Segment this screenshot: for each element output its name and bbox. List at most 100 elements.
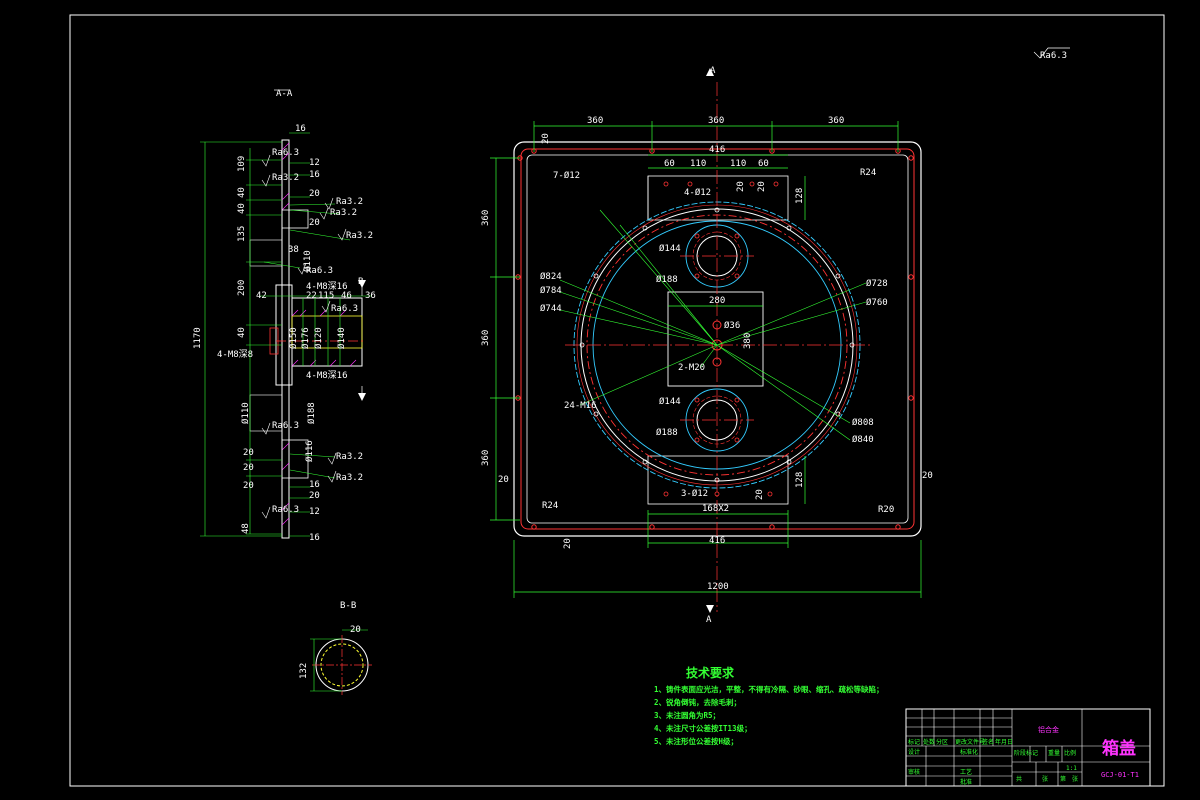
- tech-req-item-3: 3、未注圆角为R5；: [654, 710, 720, 721]
- technical-requirements: 技术要求 1、铸件表面应光洁，平整，不得有冷隔、砂眼、缩孔、疏松等缺陷； 2、锐…: [654, 665, 884, 747]
- tb-c3: 分区: [936, 738, 948, 746]
- dim-d808: Ø808: [852, 417, 874, 428]
- tb-c1: 标记: [908, 738, 920, 746]
- dim-w360a: 360: [587, 116, 603, 126]
- aa-dim-d40a: 40: [237, 187, 247, 198]
- aa-dim-d42: 42: [256, 291, 267, 301]
- aa-dim-d20d: 20: [243, 463, 254, 473]
- dim-w1200: 1200: [707, 582, 729, 592]
- dim-w168x2: 168X2: [702, 504, 729, 514]
- aa-dim-d135: 135: [237, 226, 247, 242]
- section-title-bb: B-B: [340, 601, 356, 611]
- aa-dim-d16a: 16: [295, 124, 306, 134]
- aa-ra9: Ra3.2: [272, 173, 299, 183]
- tb-drawing-no: GCJ-01-T1: [1101, 771, 1139, 779]
- aa-dim-d12b: 12: [309, 507, 320, 517]
- tb-c2: 处数: [923, 738, 935, 746]
- aa-dim-d140: Ø140: [336, 327, 347, 349]
- dim-w280: 280: [709, 296, 725, 306]
- aa-dim-d36: 36: [365, 291, 376, 301]
- aa-dim-d48: 48: [241, 523, 251, 534]
- dim-h360c: 360: [481, 450, 491, 466]
- tb-c17: 第: [1060, 775, 1066, 783]
- aa-ra7: Ra3.2: [336, 452, 363, 462]
- dim-h360b: 360: [481, 330, 491, 346]
- dim-e20a: 20: [541, 133, 551, 144]
- dim-24-m16: 24-M16: [564, 401, 597, 411]
- aa-ra5: Ra6.3: [306, 266, 333, 276]
- dim-e20d: 20: [498, 475, 509, 485]
- aa-dim-d20e: 20: [243, 481, 254, 491]
- dim-w60b: 60: [758, 159, 769, 169]
- aa-dim-d20a: 20: [309, 189, 320, 199]
- aa-dim-d46: 46: [341, 291, 352, 301]
- dim-3-holes: 3-Ø12: [681, 488, 708, 499]
- tb-material: 铝合金: [1038, 725, 1059, 734]
- aa-ra8: Ra3.2: [336, 473, 363, 483]
- dim-4-holes: 4-Ø12: [684, 187, 711, 198]
- dim-d144a: Ø144: [659, 243, 681, 254]
- aa-dim-d22: 22: [306, 291, 317, 301]
- aa-dim-d16b: 16: [309, 170, 320, 180]
- tb-c13: 工艺: [960, 768, 972, 776]
- aa-dim-d120: Ø120: [313, 327, 324, 349]
- aa-dim-d20c: 20: [243, 448, 254, 458]
- aa-dim-d150: Ø150: [288, 327, 299, 349]
- aa-m8b: 4-M8深8: [217, 349, 253, 360]
- section-mark-a-top: A: [710, 66, 716, 76]
- tb-c4: 更改文件号: [955, 738, 985, 746]
- dim-w416-bot: 416: [709, 536, 725, 546]
- aa-dim-d20b: 20: [309, 218, 320, 228]
- section-view-bb: B-B 20 132: [299, 601, 372, 695]
- tb-c12: 审核: [908, 768, 920, 776]
- tb-c8: 标准化: [960, 748, 978, 756]
- roughness-note: Ra6.3: [1040, 51, 1067, 61]
- dim-w416-top: 416: [709, 145, 725, 155]
- dim-e20c: 20: [757, 181, 767, 192]
- plan-view: [490, 68, 922, 613]
- plate-outline: [513, 141, 922, 537]
- aa-dim-d176: Ø176: [300, 327, 311, 349]
- dim-d784: Ø784: [540, 285, 562, 296]
- dim-r24a: R24: [860, 168, 876, 178]
- dim-d36: Ø36: [724, 320, 740, 331]
- section-mark-b: B: [358, 277, 363, 287]
- aa-dim-d1170: 1170: [193, 327, 203, 349]
- section-view-aa: A-A: [193, 89, 376, 543]
- dim-d144b: Ø144: [659, 396, 681, 407]
- bb-dim-d132: 132: [299, 663, 309, 679]
- aa-dim-d115: 115: [318, 291, 334, 301]
- aa-dim-d16c: 16: [309, 480, 320, 490]
- aa-dim-d188: Ø188: [306, 402, 317, 424]
- section-title-aa: A-A: [276, 89, 293, 99]
- tech-req-item-1: 1、铸件表面应光洁，平整，不得有冷隔、砂眼、缩孔、疏松等缺陷；: [654, 684, 884, 695]
- tb-c5: 签名: [982, 738, 994, 746]
- tb-c9: 阶段标记: [1014, 749, 1038, 757]
- plan-labels: A A 360 360 360 416 60 110 110 60 280 16…: [481, 47, 1070, 625]
- dim-r24b: R24: [542, 501, 558, 511]
- tb-part-name: 箱盖: [1102, 738, 1136, 759]
- dim-e20b: 20: [736, 181, 746, 192]
- dim-e20e: 20: [922, 471, 933, 481]
- aa-dim-d110a: Ø110: [302, 250, 313, 272]
- title-block: 铝合金 箱盖 GCJ-01-T1 1:1 标记 处数 分区 更改文件号 签名 年…: [905, 708, 1151, 787]
- dim-h360a: 360: [481, 210, 491, 226]
- aa-m8a: 4-M8深16: [306, 281, 348, 292]
- dim-7-holes: 7-Ø12: [553, 170, 580, 181]
- dim-d188b: Ø188: [656, 427, 678, 438]
- tech-req-title: 技术要求: [686, 665, 735, 680]
- dim-w360c: 360: [828, 116, 844, 126]
- dim-e20g: 20: [755, 489, 765, 500]
- aa-dim-d38: 38: [288, 245, 299, 255]
- aa-ra10: Ra6.3: [272, 421, 299, 431]
- aa-dim-d109: 109: [237, 156, 247, 172]
- tb-c16: 张: [1042, 775, 1048, 783]
- dim-d728: Ø728: [866, 278, 888, 289]
- aa-dim-d40c: 40: [237, 327, 247, 338]
- aa-ra6: Ra6.3: [331, 304, 358, 314]
- aa-dim-d116: Ø116: [304, 440, 315, 462]
- aa-m8c: 4-M8深16: [306, 370, 348, 381]
- tb-c11: 比例: [1064, 749, 1076, 757]
- dim-w110b: 110: [730, 159, 746, 169]
